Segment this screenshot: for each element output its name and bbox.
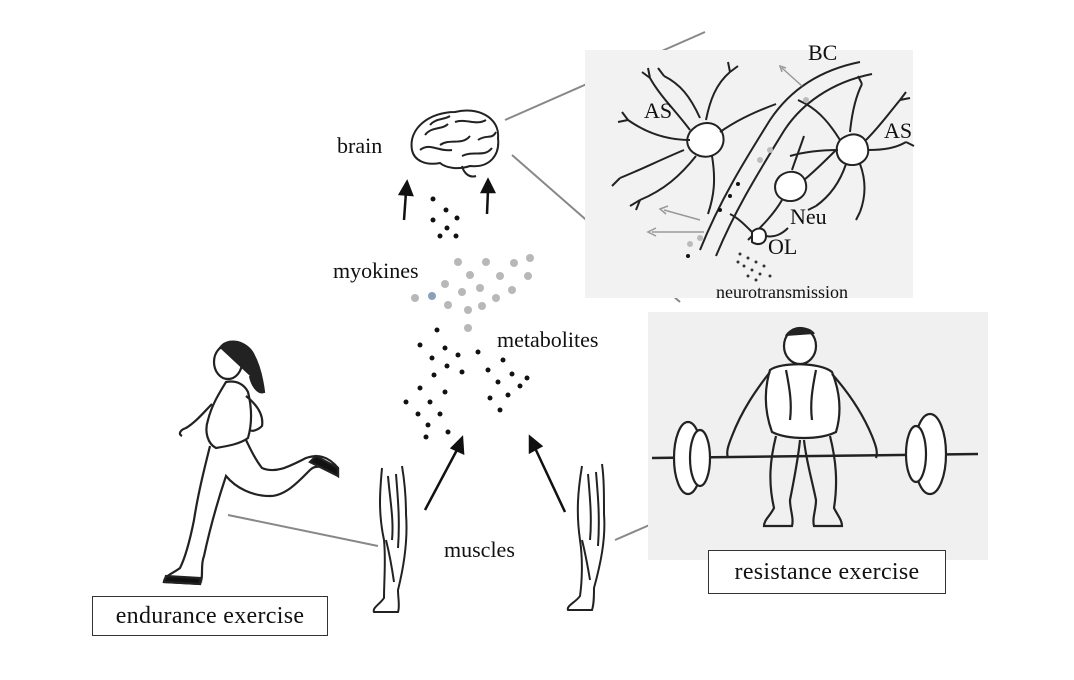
inset-label-as-right: AS xyxy=(884,118,913,143)
neurotransmission-dots xyxy=(736,252,772,282)
myokine-dots xyxy=(411,254,534,332)
inset-label-ol: OL xyxy=(768,234,798,259)
runner-connector xyxy=(227,514,379,547)
muscle-arrows xyxy=(423,434,567,513)
brain-arrows xyxy=(397,177,497,221)
resistance-exercise-box: resistance exercise xyxy=(708,550,946,594)
metabolite-dots-top xyxy=(430,196,460,239)
muscles-label: muscles xyxy=(444,537,515,562)
brain-label: brain xyxy=(337,133,383,158)
metabolite-dots xyxy=(403,327,530,440)
neural-inset xyxy=(585,50,915,298)
leg-icon-right xyxy=(566,463,606,611)
leg-icon-left xyxy=(372,465,408,613)
inset-label-bc: BC xyxy=(808,40,838,65)
brain-icon xyxy=(410,109,500,178)
myokines-label: myokines xyxy=(333,258,419,283)
inset-label-as-left: AS xyxy=(644,98,673,123)
weightlifter-figure xyxy=(648,312,988,560)
inset-label-neu: Neu xyxy=(790,204,827,229)
runner-figure xyxy=(162,340,340,586)
metabolites-label: metabolites xyxy=(497,327,599,352)
inset-label-neurotransmission: neurotransmission xyxy=(716,282,848,302)
endurance-exercise-box: endurance exercise xyxy=(92,596,328,636)
